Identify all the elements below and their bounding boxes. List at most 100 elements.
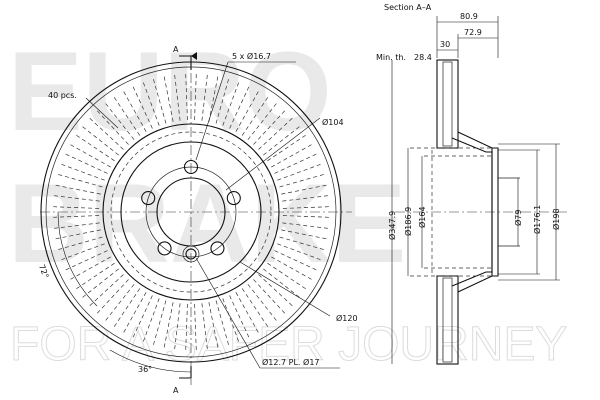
vane-edge xyxy=(247,100,279,140)
hub-face-circle xyxy=(120,141,262,283)
section-marker-top: A xyxy=(173,45,179,54)
vane-edge xyxy=(222,79,241,126)
vane-edge xyxy=(274,250,320,272)
vane-edge xyxy=(282,222,332,230)
vane-edge xyxy=(50,222,100,230)
vane-edge xyxy=(112,288,141,330)
vane-edge xyxy=(103,284,135,324)
vane-edge xyxy=(62,250,108,272)
vane-edge xyxy=(267,133,309,162)
leader-bolt-holes xyxy=(195,61,229,161)
vane-edge xyxy=(141,79,160,126)
label-vanes: 40 pcs. xyxy=(48,91,77,100)
vane-edge xyxy=(241,288,270,330)
vane-edge xyxy=(58,243,105,262)
section-view: Section A–A 80.9 72.9 30 Min. th. 28.4 xyxy=(376,3,568,365)
hat-outline xyxy=(457,131,499,293)
vane-channel-upper xyxy=(442,61,453,147)
pcd-circle xyxy=(145,166,237,258)
vane-edge xyxy=(131,295,153,341)
vane-edge xyxy=(185,71,188,121)
section-arrow-bottom xyxy=(179,366,192,379)
vane-edge xyxy=(277,162,324,181)
label-bolt-holes: 5 x Ø16.7 xyxy=(232,51,271,61)
bolt-holes xyxy=(141,159,241,256)
vane-edge xyxy=(194,71,197,121)
leader-vanes xyxy=(85,97,119,129)
min-thickness-label: Min. th. xyxy=(376,53,406,62)
vane-edge xyxy=(94,108,129,145)
vane-edge xyxy=(67,256,111,282)
vane-edge xyxy=(87,274,124,309)
vane-edge xyxy=(50,206,100,209)
vane-edge xyxy=(277,243,324,262)
vane-edge xyxy=(281,184,330,195)
vane-edge xyxy=(163,302,174,351)
vane-edge xyxy=(152,76,167,124)
min-thickness-value: 28.4 xyxy=(414,53,432,62)
angle-arc-72 xyxy=(57,211,98,307)
leader-pin xyxy=(195,257,261,369)
vane-edge xyxy=(163,73,174,122)
vane-edge xyxy=(235,292,261,336)
vane-edge xyxy=(279,173,327,188)
section-title: Section A–A xyxy=(384,3,432,12)
dim-80-9: 80.9 xyxy=(460,12,478,21)
dia-outer: Ø347.9 xyxy=(387,211,397,240)
vane-edge xyxy=(201,71,209,121)
bolt-hole xyxy=(226,191,241,206)
vane-edge xyxy=(73,133,115,162)
hat-hidden-circle xyxy=(110,131,272,293)
cooling-vanes xyxy=(50,71,332,353)
vane-edge xyxy=(103,100,135,140)
front-view: A A 5 x Ø16.7 40 pcs. Ø104 Ø120 Ø12.7 PL… xyxy=(37,45,358,395)
label-pcd: Ø104 xyxy=(322,117,344,127)
vane-edge xyxy=(173,71,181,121)
dia-79: Ø79 xyxy=(513,210,523,226)
bolt-hole xyxy=(210,241,225,256)
vane-edge xyxy=(185,303,188,353)
vane-edge xyxy=(282,215,332,218)
vane-edge xyxy=(121,88,147,132)
vane-edge xyxy=(79,268,119,300)
vane-edge xyxy=(241,94,270,136)
vane-edge xyxy=(253,108,288,145)
vane-edge xyxy=(201,303,209,353)
vane-edge xyxy=(247,284,279,324)
vane-edge xyxy=(271,256,315,282)
vane-edge xyxy=(52,229,101,240)
vane-edge xyxy=(274,152,320,174)
dia-186: Ø186.9 xyxy=(403,207,413,236)
angle-arc-36 xyxy=(109,349,192,373)
vane-edge xyxy=(73,262,115,291)
bolt-hole xyxy=(183,159,199,175)
vane-edge xyxy=(208,73,219,122)
locating-pin-hole xyxy=(185,248,197,260)
vane-edge xyxy=(279,236,327,251)
leader-pcd xyxy=(225,117,321,191)
vane-edge xyxy=(222,298,241,345)
vane-edge xyxy=(62,152,108,174)
vane-edge xyxy=(79,124,119,156)
friction-inner-edge xyxy=(102,123,280,301)
vane-edge xyxy=(173,303,181,353)
vane-edge xyxy=(267,262,309,291)
bolt-hole xyxy=(141,191,156,206)
vane-edge xyxy=(55,236,103,251)
dia-164: Ø164 xyxy=(417,206,427,228)
vane-edge xyxy=(215,76,230,124)
vane-edge xyxy=(152,300,167,348)
section-arrowhead-top xyxy=(191,52,197,60)
vane-edge xyxy=(281,229,330,240)
vane-edge xyxy=(52,184,101,195)
vane-edge xyxy=(87,115,124,150)
vane-edge xyxy=(141,298,160,345)
section-marker-bottom: A xyxy=(173,386,179,395)
locating-pin-counterbore xyxy=(182,245,200,263)
vane-edge xyxy=(258,115,295,150)
dia-176: Ø176.1 xyxy=(532,205,542,234)
vane-edge xyxy=(55,173,103,188)
bolt-hole xyxy=(157,241,172,256)
vane-edge xyxy=(121,292,147,336)
watermark-line2: BRAKE xyxy=(8,161,406,286)
